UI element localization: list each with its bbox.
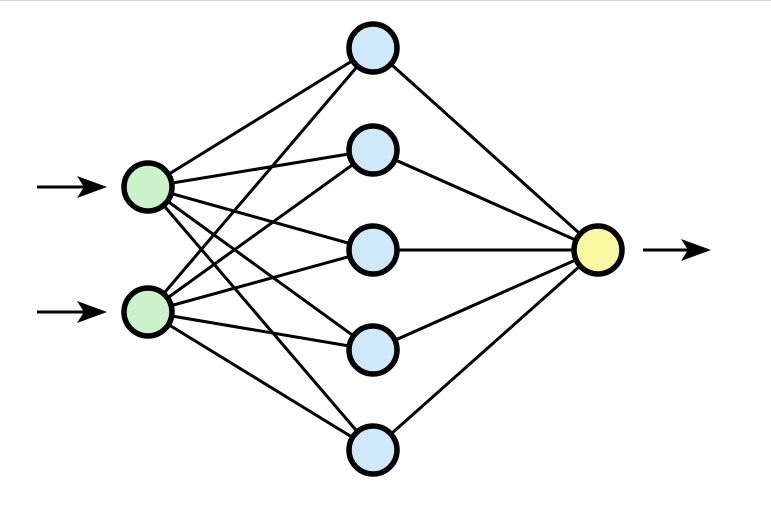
output-arrow-arrowhead-icon — [681, 239, 711, 261]
edge-h1-out1 — [371, 46, 600, 252]
hidden-layer-node-h2 — [346, 123, 400, 177]
input-arrow-2-arrowhead-icon — [77, 301, 107, 323]
window-top-border — [0, 0, 771, 1]
edge-in1-h4 — [147, 185, 374, 352]
edge-in1-h5 — [146, 186, 375, 451]
edge-in2-h3 — [147, 248, 374, 314]
edge-in1-h2 — [147, 148, 374, 189]
edge-h4-out1 — [372, 248, 599, 352]
output-layer-node-out1 — [571, 223, 625, 277]
edge-in2-h1 — [146, 47, 375, 313]
hidden-layer-node-h4 — [346, 323, 400, 377]
edge-in2-h2 — [147, 148, 374, 314]
edge-h5-out1 — [372, 248, 599, 452]
hidden-layer-node-h3 — [346, 223, 400, 277]
edge-in2-h4 — [147, 310, 374, 352]
edge-in1-h3 — [147, 185, 374, 252]
edge-in1-h1 — [147, 46, 374, 189]
input-layer-node-in1 — [121, 160, 175, 214]
edge-in2-h5 — [147, 310, 374, 452]
input-layer-node-in2 — [121, 285, 175, 339]
edge-h2-out1 — [372, 148, 599, 252]
hidden-layer-node-h1 — [346, 21, 400, 75]
hidden-layer-node-h5 — [346, 423, 400, 477]
input-arrow-1-arrowhead-icon — [77, 176, 107, 198]
